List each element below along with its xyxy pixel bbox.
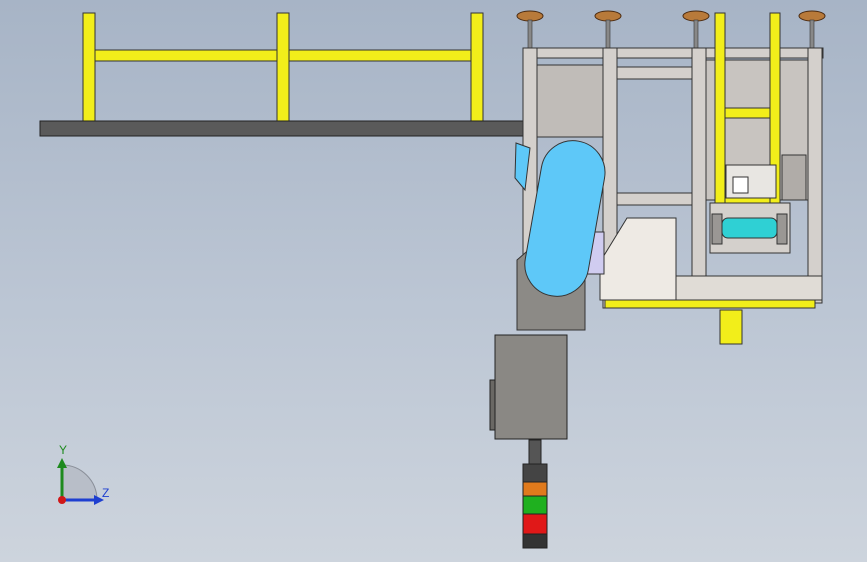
conveyor-belt[interactable] [39, 120, 541, 137]
roller-assembly[interactable] [709, 202, 791, 254]
yellow-sensor[interactable] [719, 309, 743, 345]
motor-side-flange [489, 379, 496, 431]
guard-rail-right[interactable] [714, 12, 781, 204]
arm-clip [514, 142, 531, 192]
motor-box[interactable] [494, 334, 568, 440]
coordinate-triad: Y Z [40, 440, 130, 520]
robot-arm[interactable] [520, 136, 610, 302]
axis-label-y: Y [59, 443, 68, 457]
axis-label-z: Z [102, 486, 110, 500]
angled-cover[interactable] [599, 217, 677, 301]
guard-rail-left[interactable] [82, 12, 484, 122]
drive-window [732, 176, 749, 194]
triad-axes-icon [57, 458, 104, 505]
base-yellow-strip [604, 299, 816, 309]
signal-tower[interactable] [522, 439, 548, 549]
